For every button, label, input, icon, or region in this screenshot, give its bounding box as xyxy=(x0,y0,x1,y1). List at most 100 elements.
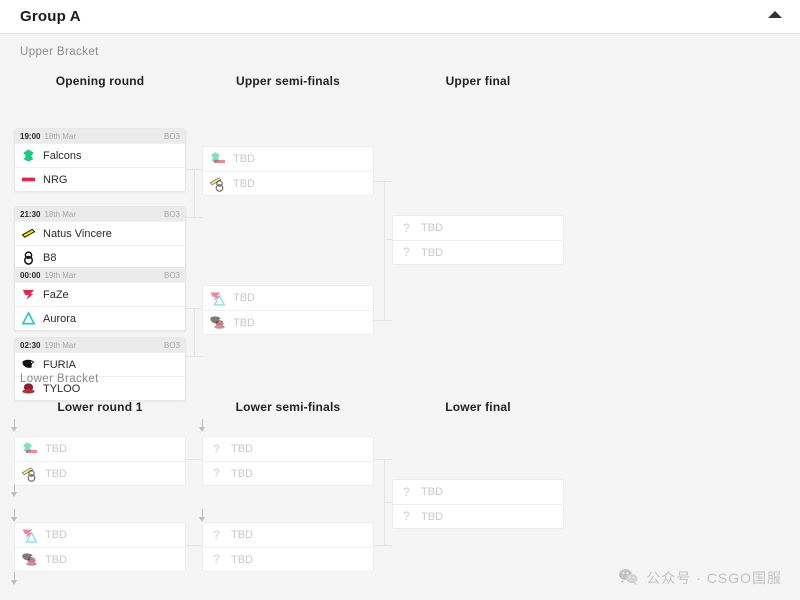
team-row[interactable]: TBD xyxy=(15,523,185,547)
team-row[interactable]: ? TBD xyxy=(393,216,563,240)
bracket-canvas: Upper Bracket Opening round Upper semi-f… xyxy=(0,34,800,600)
match-header: 00:00 19th Mar BO3 xyxy=(15,268,185,282)
team-name: TBD xyxy=(421,246,443,259)
round-title-upper-final: Upper final xyxy=(445,74,511,88)
faze-logo xyxy=(21,287,36,302)
team-row[interactable]: Natus Vincere xyxy=(15,221,185,245)
tyloo-logo xyxy=(21,381,36,396)
match-time: 00:00 xyxy=(20,270,41,280)
lower-bracket-label: Lower Bracket xyxy=(20,373,99,385)
match-card[interactable]: ? TBD ? TBD xyxy=(202,436,374,486)
connector xyxy=(384,181,385,320)
question-icon: ? xyxy=(402,220,411,235)
team-row[interactable]: TBD xyxy=(203,310,373,334)
connector xyxy=(186,459,202,460)
team-row[interactable]: ? TBD xyxy=(393,504,563,528)
feeder-arrow-icon xyxy=(198,419,207,432)
match-card[interactable]: ? TBD ? TBD xyxy=(202,522,374,572)
connector xyxy=(374,545,392,546)
match-card[interactable]: TBD TBD xyxy=(202,285,374,335)
team-row[interactable]: B8 xyxy=(15,245,185,269)
connector xyxy=(374,181,392,182)
team-name: TBD xyxy=(421,222,443,234)
match-format: BO3 xyxy=(163,209,180,219)
connector xyxy=(186,217,202,218)
team-row[interactable]: TYLOO xyxy=(15,376,185,400)
team-row[interactable]: ? TBD xyxy=(203,461,373,485)
team-name: TBD xyxy=(231,443,253,455)
match-card[interactable]: TBD TBD xyxy=(14,522,186,572)
match-format: BO3 xyxy=(163,340,180,350)
team-name: Natus Vincere xyxy=(43,227,112,240)
team-name: FaZe xyxy=(43,288,69,301)
round-title-lower-final: Lower final xyxy=(445,400,511,414)
match-header: 21:30 18th Mar BO3 xyxy=(15,207,185,221)
team-row[interactable]: TBD xyxy=(203,171,373,195)
feeder-arrow-icon xyxy=(10,484,19,497)
match-card[interactable]: 19:00 18th Mar BO3 Falcons NRG xyxy=(14,128,186,192)
match-date: 18th Mar xyxy=(44,209,77,219)
team-name: TBD xyxy=(45,443,67,455)
team-row[interactable]: Aurora xyxy=(15,306,185,330)
question-icon: ? xyxy=(402,509,411,523)
team-row[interactable]: TBD xyxy=(15,437,185,461)
feeder-arrow-icon xyxy=(10,572,19,585)
match-card[interactable]: ? TBD ? TBD xyxy=(392,215,564,265)
match-date: 19th Mar xyxy=(44,270,77,280)
connector xyxy=(374,459,392,460)
team-row[interactable]: FaZe xyxy=(15,282,185,306)
match-format: BO3 xyxy=(163,270,180,280)
connector xyxy=(186,356,202,357)
team-row[interactable]: ? TBD xyxy=(393,480,563,504)
match-card[interactable]: TBD TBD xyxy=(202,146,374,196)
team-row[interactable]: Falcons xyxy=(15,143,185,167)
team-name: TBD xyxy=(45,553,67,566)
match-card[interactable]: ? TBD ? TBD xyxy=(392,479,564,529)
team-name: TBD xyxy=(233,153,255,165)
match-card[interactable]: TBD TBD xyxy=(14,436,186,486)
watermark-text: 公众号 · CSGO国服 xyxy=(646,570,782,586)
match-time: 21:30 xyxy=(20,209,41,219)
question-icon: ? xyxy=(212,466,221,480)
question-icon: ? xyxy=(402,245,411,259)
team-name: TBD xyxy=(233,292,255,304)
feeder-arrow-icon xyxy=(198,509,207,522)
group-header[interactable]: Group A xyxy=(0,0,800,34)
connector xyxy=(194,169,195,217)
team-row[interactable]: TBD xyxy=(203,286,373,310)
match-time: 19:00 xyxy=(20,131,41,141)
match-header: 19:00 18th Mar BO3 xyxy=(15,129,185,143)
connector xyxy=(384,502,392,503)
round-title-upper-semis: Upper semi-finals xyxy=(235,74,341,88)
question-icon: ? xyxy=(212,527,221,542)
team-row[interactable]: NRG xyxy=(15,167,185,191)
question-icon: ? xyxy=(402,484,411,499)
team-name: TBD xyxy=(421,486,443,498)
feeder-arrow-icon xyxy=(10,419,19,432)
team-name: FURIA xyxy=(43,358,76,371)
aurora-logo xyxy=(21,311,36,326)
chevron-up-icon[interactable] xyxy=(768,11,782,18)
nrg-logo xyxy=(21,172,36,187)
navi-logo xyxy=(21,226,36,241)
team-row[interactable]: FURIA xyxy=(15,352,185,376)
match-card[interactable]: 21:30 18th Mar BO3 Natus Vincere B8 xyxy=(14,206,186,270)
team-row[interactable]: ? TBD xyxy=(393,240,563,264)
team-row[interactable]: TBD xyxy=(15,547,185,571)
team-logo-stack xyxy=(21,527,38,544)
team-row[interactable]: ? TBD xyxy=(203,523,373,547)
team-name: TBD xyxy=(421,510,443,523)
team-logo-stack xyxy=(21,465,38,482)
page-title: Group A xyxy=(20,8,81,25)
team-row[interactable]: ? TBD xyxy=(203,547,373,571)
match-card[interactable]: 02:30 19th Mar BO3 FURIA TYLOO xyxy=(14,337,186,401)
round-title-lower-1: Lower round 1 xyxy=(57,400,143,414)
team-logo-stack xyxy=(209,151,226,168)
team-row[interactable]: TBD xyxy=(203,147,373,171)
connector xyxy=(194,308,195,356)
team-row[interactable]: ? TBD xyxy=(203,437,373,461)
team-name: Falcons xyxy=(43,149,82,162)
match-card[interactable]: 00:00 19th Mar BO3 FaZe Aurora xyxy=(14,267,186,331)
match-date: 18th Mar xyxy=(44,131,77,141)
team-row[interactable]: TBD xyxy=(15,461,185,485)
